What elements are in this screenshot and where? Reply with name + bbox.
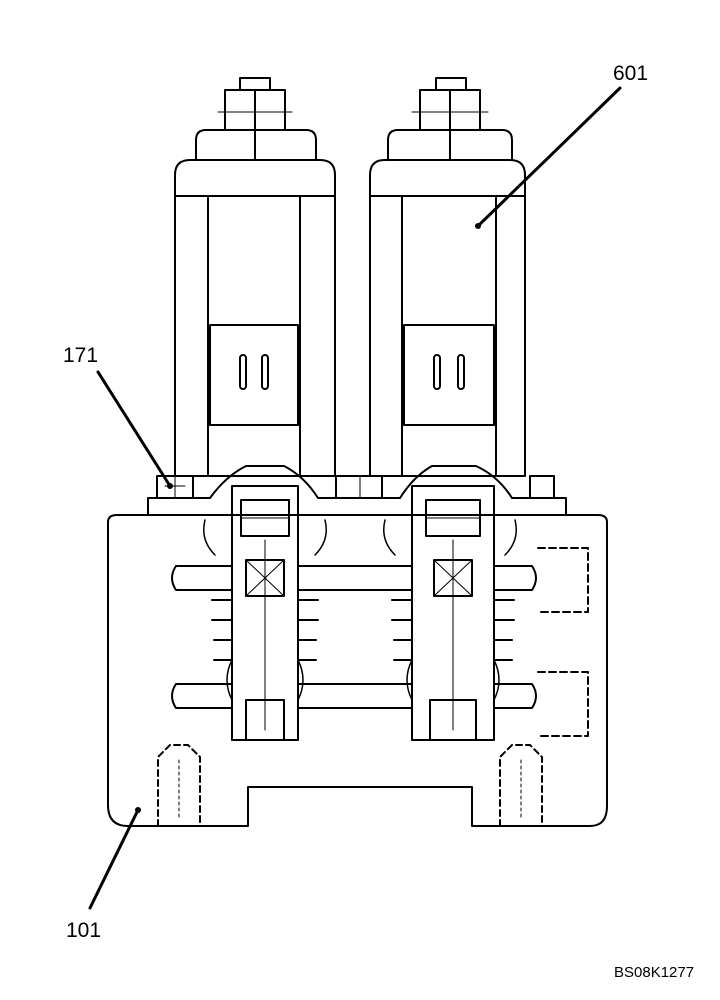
figure-reference-code: BS08K1277 [614, 964, 695, 981]
callout-label-601: 601 [613, 62, 649, 85]
mounting-flange [148, 466, 566, 515]
leader-dots [135, 223, 481, 813]
leader-601 [478, 88, 620, 226]
callout-label-101: 101 [66, 919, 102, 942]
leader-171 [98, 372, 170, 486]
spool-assembly-right [384, 486, 517, 740]
leader-lines [90, 88, 620, 908]
callout-label-171: 171 [63, 344, 99, 367]
spool-assembly-left [204, 486, 327, 740]
solenoid-left [175, 78, 335, 476]
solenoid-right [370, 78, 525, 476]
valve-body [108, 515, 607, 826]
leader-101 [90, 810, 138, 908]
